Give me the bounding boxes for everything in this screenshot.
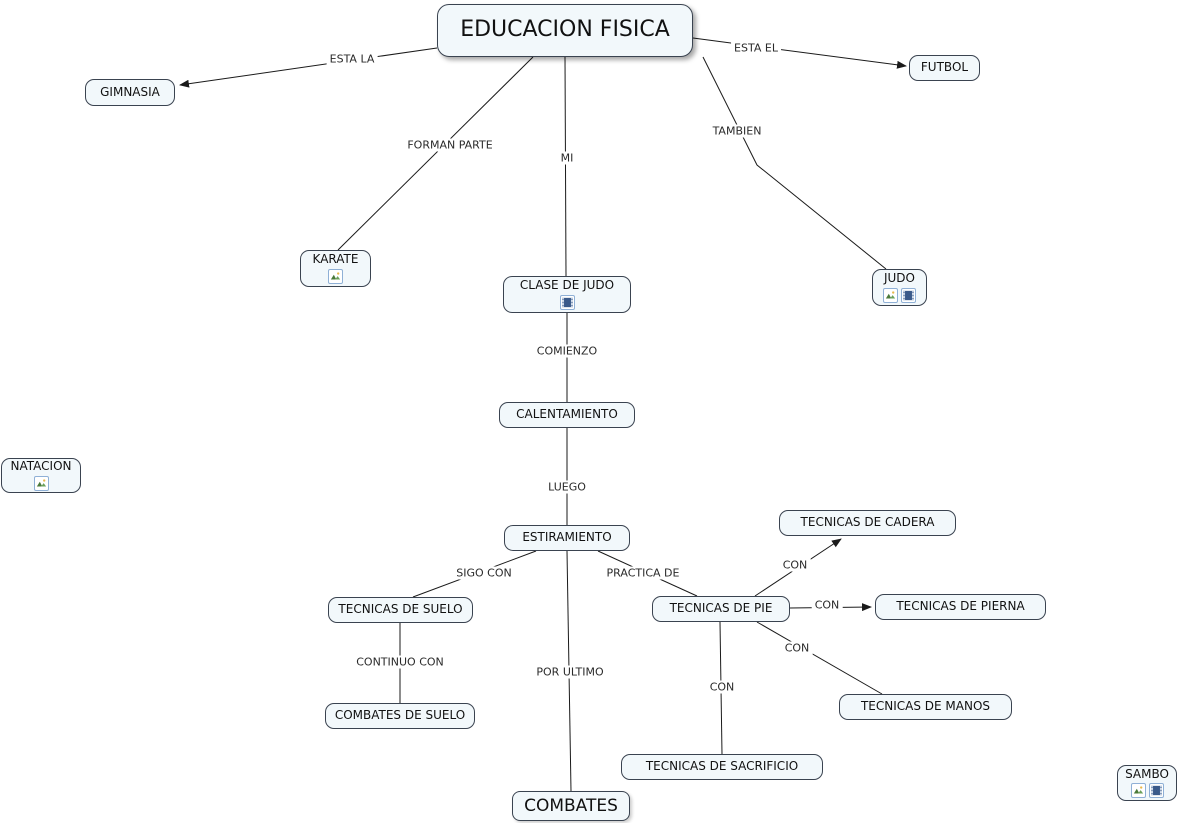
connector-tambien (702, 56, 887, 270)
node-tecnicas-de-manos[interactable]: TECNICAS DE MANOS (839, 694, 1012, 720)
node-label: ESTIRAMIENTO (522, 530, 612, 545)
node-natacion[interactable]: NATACION (1, 458, 81, 493)
link-label-sigo-con[interactable]: SIGO CON (453, 566, 515, 580)
node-combates-de-suelo[interactable]: COMBATES DE SUELO (325, 703, 475, 729)
node-tecnicas-de-pie[interactable]: TECNICAS DE PIE (652, 596, 790, 622)
node-karate[interactable]: KARATE (300, 250, 371, 287)
resource-icons (559, 294, 575, 310)
link-label-con-cadera[interactable]: CON (779, 558, 811, 572)
node-sambo[interactable]: SAMBO (1117, 765, 1177, 801)
node-label: TECNICAS DE PIE (669, 601, 773, 616)
node-label: TECNICAS DE SUELO (338, 602, 463, 617)
image-icon[interactable] (883, 287, 898, 303)
connector-esta-el (692, 37, 907, 69)
node-judo[interactable]: JUDO (872, 269, 927, 306)
node-label: CALENTAMIENTO (516, 407, 618, 422)
node-combates[interactable]: COMBATES (512, 791, 630, 821)
node-label: TECNICAS DE CADERA (800, 515, 935, 530)
node-estiramiento[interactable]: ESTIRAMIENTO (504, 525, 630, 551)
node-tecnicas-de-cadera[interactable]: TECNICAS DE CADERA (779, 510, 956, 536)
image-icon[interactable] (33, 475, 49, 491)
connector-mi (564, 56, 567, 277)
link-label-luego[interactable]: LUEGO (545, 480, 589, 494)
resource-icons (328, 268, 343, 284)
resource-icons (33, 475, 49, 491)
link-label-tambien[interactable]: TAMBIEN (709, 124, 765, 138)
node-gimnasia[interactable]: GIMNASIA (85, 79, 175, 106)
node-futbol[interactable]: FUTBOL (909, 55, 980, 81)
node-calentamiento[interactable]: CALENTAMIENTO (499, 402, 635, 428)
node-label: GIMNASIA (100, 84, 160, 99)
image-icon[interactable] (328, 268, 343, 284)
video-icon[interactable] (559, 294, 575, 310)
node-label: TECNICAS DE PIERNA (896, 599, 1025, 614)
link-label-mi[interactable]: MI (557, 151, 577, 165)
node-label: COMBATES (524, 795, 618, 816)
link-label-forman-parte[interactable]: FORMAN PARTE (404, 138, 496, 152)
link-label-con-pierna[interactable]: CON (811, 598, 843, 612)
connector-con-manos (756, 621, 883, 695)
link-label-con-sacrificio[interactable]: CON (706, 680, 738, 694)
node-label: SAMBO (1125, 766, 1169, 781)
node-tecnicas-de-pierna[interactable]: TECNICAS DE PIERNA (875, 594, 1046, 620)
resource-icons (1130, 783, 1164, 799)
node-educacion-fisica[interactable]: EDUCACION FISICA (437, 4, 693, 57)
link-label-por-ultimo[interactable]: POR ULTIMO (533, 665, 607, 679)
resource-icons (883, 287, 916, 303)
link-label-con-manos[interactable]: CON (781, 641, 813, 655)
node-label: TECNICAS DE MANOS (860, 699, 991, 714)
node-label: FUTBOL (920, 60, 969, 75)
connector-esta-la (179, 47, 438, 88)
video-icon[interactable] (1148, 783, 1164, 799)
link-label-esta-la[interactable]: ESTA LA (326, 52, 378, 66)
node-label: CLASE DE JUDO (519, 278, 615, 293)
node-label: EDUCACION FISICA (460, 17, 670, 43)
node-tecnicas-de-sacrificio[interactable]: TECNICAS DE SACRIFICIO (621, 754, 823, 780)
node-label: JUDO (883, 271, 915, 286)
link-label-esta-el[interactable]: ESTA EL (731, 41, 781, 55)
node-label: TECNICAS DE SACRIFICIO (645, 759, 799, 774)
connector-forman-parte (337, 56, 534, 251)
node-label: NATACION (10, 459, 72, 474)
link-label-comienzo[interactable]: COMIENZO (533, 344, 601, 358)
node-label: KARATE (312, 252, 359, 267)
node-label: COMBATES DE SUELO (334, 708, 466, 723)
node-tecnicas-de-suelo[interactable]: TECNICAS DE SUELO (328, 597, 473, 623)
link-label-continuo-con[interactable]: CONTINUO CON (353, 655, 447, 669)
image-icon[interactable] (1130, 783, 1146, 799)
link-label-practica-de[interactable]: PRACTICA DE (603, 566, 683, 580)
node-clase-de-judo[interactable]: CLASE DE JUDO (503, 276, 631, 313)
video-icon[interactable] (901, 287, 916, 303)
